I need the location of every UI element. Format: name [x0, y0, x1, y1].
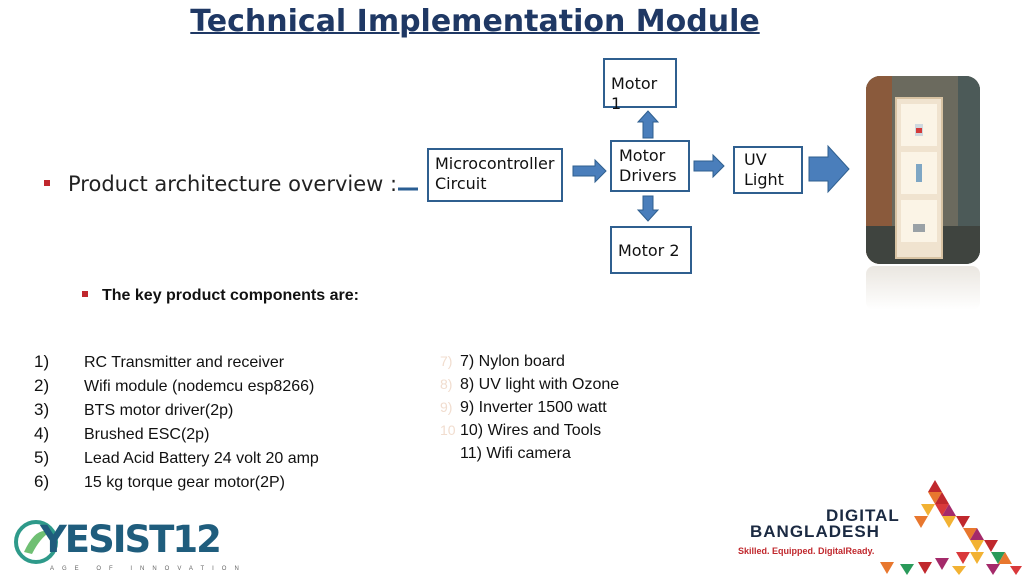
key-components-bullet: The key product components are:	[82, 287, 359, 305]
yesist-tagline: AGE OF INNOVATION	[50, 566, 247, 572]
list-item: 1)RC Transmitter and receiver	[34, 352, 285, 371]
list-item: 6)15 kg torque gear motor(2P)	[34, 472, 285, 491]
motor-drivers-label-1: Motor	[619, 146, 666, 165]
digital-bangladesh-logo-icon	[880, 480, 1022, 575]
list-item: 4)Brushed ESC(2p)	[34, 424, 210, 443]
motor1-label: Motor 1	[611, 74, 658, 113]
db-line2: BANGLADESH	[750, 522, 880, 541]
yesist-logo-icon	[14, 520, 58, 564]
motor-drivers-box: Motor Drivers	[610, 140, 690, 192]
arrow-to-drivers	[572, 158, 607, 184]
microcontroller-label-2: Circuit	[435, 174, 487, 193]
product-photo	[866, 76, 980, 264]
motor-drivers-label-2: Drivers	[619, 166, 677, 185]
list-item: 8)8) UV light with Ozone	[440, 376, 620, 393]
list-item: 9)9) Inverter 1500 watt	[440, 399, 607, 416]
arrow-to-uv	[693, 153, 725, 179]
components-list-left: 1)RC Transmitter and receiver 2)Wifi mod…	[34, 350, 319, 494]
arrow-to-photo	[808, 144, 850, 194]
uv-light-box: UV Light	[733, 146, 803, 194]
list-item: 2)Wifi module (nodemcu esp8266)	[34, 376, 315, 395]
uv-label-1: UV	[744, 150, 767, 169]
photo-reflection	[866, 266, 980, 310]
db-tagline: Skilled. Equipped. DigitalReady.	[738, 546, 875, 556]
motor2-label: Motor 2	[618, 241, 680, 260]
bullet-icon	[82, 290, 88, 297]
list-item: 3)BTS motor driver(2p)	[34, 400, 234, 419]
components-list-right: 7)7) Nylon board 8)8) UV light with Ozon…	[440, 350, 619, 465]
list-item: 5)Lead Acid Battery 24 volt 20 amp	[34, 448, 319, 467]
key-components-label: The key product components are:	[102, 287, 359, 304]
db-line1: DIGITAL	[826, 506, 900, 525]
uv-cabinet-image	[866, 76, 980, 264]
list-item: 11) Wifi camera	[460, 445, 571, 462]
list-item: 7)7) Nylon board	[440, 353, 565, 370]
yesist-wordmark: YESIST12	[40, 518, 222, 561]
uv-label-2: Light	[744, 170, 784, 189]
arrow-to-motor1	[636, 110, 660, 139]
overview-bullet: Product architecture overview :	[44, 172, 397, 196]
overview-label: Product architecture overview :	[68, 172, 398, 196]
microcontroller-box: Microcontroller Circuit	[427, 148, 563, 202]
motor1-box: Motor 1	[603, 58, 677, 113]
microcontroller-label-1: Microcontroller	[435, 154, 555, 173]
bullet-icon	[44, 180, 50, 186]
motor2-box: Motor 2	[610, 226, 692, 274]
slide-title: Technical Implementation Module	[190, 4, 760, 39]
arrow-to-motor2	[636, 195, 660, 222]
